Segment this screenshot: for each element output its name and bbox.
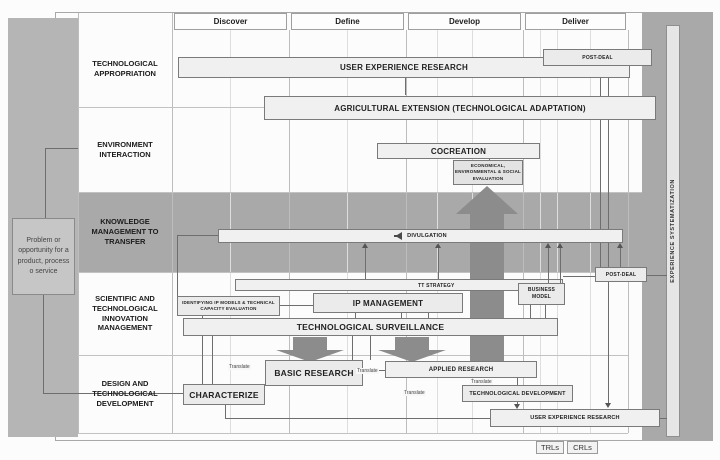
row-label-knowledge-management: KNOWLEDGE MANAGEMENT TO TRANSFER	[91, 217, 159, 246]
arrowhead-down-icon	[605, 403, 611, 408]
up-arrow-line	[365, 246, 366, 279]
connector-line	[600, 66, 601, 267]
divulgation-label: DIVULGATION	[407, 233, 447, 239]
business-model-box: BUSINESS MODEL	[518, 283, 565, 305]
post-deal-top-box: POST-DEAL	[543, 49, 652, 66]
connector-line	[517, 402, 518, 404]
connector-line	[370, 336, 371, 360]
user-experience-research-top-box: USER EXPERIENCE RESEARCH	[178, 57, 630, 78]
row-label-sti-management: SCIENTIFIC AND TECHNOLOGICAL INNOVATION …	[92, 294, 158, 333]
grid-line	[78, 272, 642, 273]
experience-systematization-label: EXPERIENCE SYSTEMATIZATION	[670, 179, 676, 283]
connector-line	[352, 336, 353, 360]
translate-label: Translate	[356, 368, 379, 374]
row-label-design-development: DESIGN AND TECHNOLOGICAL DEVELOPMENT	[92, 379, 158, 408]
connector-line	[563, 276, 595, 277]
connector-line	[202, 316, 203, 384]
phase-header-define: Define	[291, 13, 404, 30]
connector-line	[177, 235, 218, 236]
post-deal-mid-box: POST-DEAL	[595, 267, 647, 282]
grid-line	[78, 13, 79, 433]
translate-label: Translate	[403, 390, 426, 396]
row-label-environment-interaction: ENVIRONMENT INTERACTION	[97, 139, 153, 159]
connector-line	[225, 418, 490, 419]
connector-line	[401, 313, 402, 318]
down-arrow-applied-head	[378, 350, 446, 362]
down-arrow-basic-head	[276, 350, 344, 362]
up-arrow-line	[560, 246, 561, 283]
down-arrow-applied-shaft	[395, 337, 429, 350]
connector-line	[517, 378, 518, 385]
grid-line	[78, 192, 642, 193]
agricultural-extension-box: AGRICULTURAL EXTENSION (TECHNOLOGICAL AD…	[264, 96, 656, 120]
grid-line	[172, 13, 173, 433]
up-arrow-line	[438, 246, 439, 279]
connector-line	[43, 295, 44, 393]
grid-line	[78, 355, 628, 356]
arrowhead-up-icon	[545, 243, 551, 248]
connector-line	[647, 275, 667, 276]
ip-management-box: IP MANAGEMENT	[313, 293, 463, 313]
phase-header-develop: Develop	[408, 13, 521, 30]
connector-line	[225, 405, 226, 418]
connector-line	[177, 235, 178, 296]
tt-strategy-label: TT STRATEGY	[418, 283, 455, 289]
arrowhead-up-icon	[617, 243, 623, 248]
identifying-ip-box: IDENTIFYING IP MODELS & TECHNICAL CAPACI…	[177, 296, 280, 316]
connector-line	[280, 305, 313, 306]
connector-line	[428, 313, 429, 318]
arrowhead-up-icon	[435, 243, 441, 248]
up-arrow-line	[620, 246, 621, 267]
translate-label: Translate	[228, 364, 251, 370]
connector-line	[545, 305, 546, 318]
big-up-arrow-head	[456, 186, 518, 214]
trls-legend: TRLs	[536, 441, 564, 454]
megaphone-icon	[394, 232, 403, 240]
up-arrow-line	[548, 246, 549, 283]
phase-header-deliver: Deliver	[525, 13, 626, 30]
down-arrow-basic-shaft	[293, 337, 327, 350]
experience-systematization-bar: EXPERIENCE SYSTEMATIZATION	[666, 25, 680, 437]
arrowhead-up-icon	[557, 243, 563, 248]
arrowhead-up-icon	[362, 243, 368, 248]
technological-development-box: TECHNOLOGICAL DEVELOPMENT	[462, 385, 573, 402]
cocreation-box: COCREATION	[377, 143, 540, 159]
basic-research-box: BASIC RESEARCH	[265, 360, 363, 386]
technological-surveillance-bar: TECHNOLOGICAL SURVEILLANCE	[183, 318, 558, 336]
grid-line	[628, 30, 629, 433]
crls-legend: CRLs	[567, 441, 598, 454]
connector-line	[660, 418, 667, 419]
divulgation-bar: DIVULGATION	[218, 229, 623, 243]
connector-line	[45, 148, 78, 149]
connector-line	[212, 336, 213, 384]
phase-header-discover: Discover	[174, 13, 287, 30]
connector-line	[405, 78, 406, 95]
applied-research-box: APPLIED RESEARCH	[385, 361, 537, 378]
grid-line	[78, 433, 628, 434]
arrowhead-down-icon	[514, 404, 520, 409]
evaluation-box: ECONOMICAL, ENVIRONMENTAL & SOCIAL EVALU…	[453, 160, 523, 185]
translate-label: Translate	[470, 379, 493, 385]
problem-opportunity-box: Problem or opportunity for a product, pr…	[12, 218, 75, 295]
connector-line	[355, 313, 356, 318]
characterize-box: CHARACTERIZE	[183, 384, 265, 405]
row-label-technological-appropriation: TECHNOLOGICAL APPROPRIATION	[92, 58, 158, 78]
user-experience-research-bottom-box: USER EXPERIENCE RESEARCH	[490, 409, 660, 427]
connector-line	[530, 305, 531, 318]
connector-line	[45, 148, 46, 218]
connector-line	[43, 393, 183, 394]
tt-strategy-bar: TT STRATEGY	[235, 279, 563, 291]
